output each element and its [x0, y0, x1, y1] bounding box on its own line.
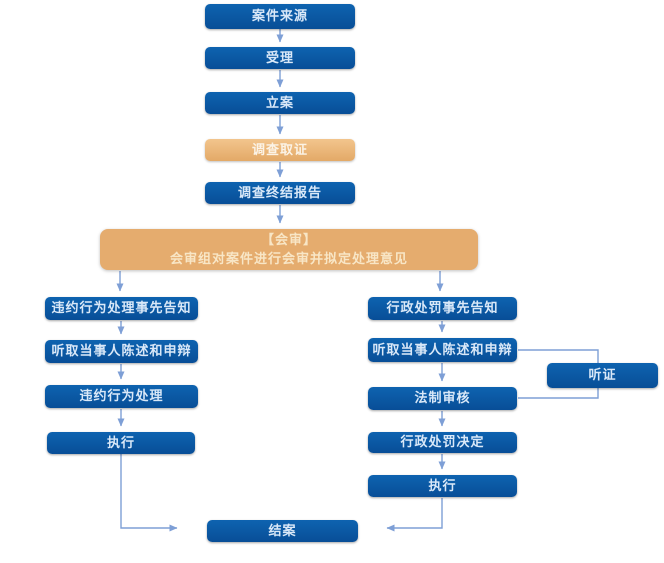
node-close-case: 结案 [207, 520, 358, 542]
node-breach-execution: 执行 [47, 432, 195, 454]
node-penalty-execution: 执行 [368, 475, 517, 497]
node-breach-statement: 听取当事人陈述和申辩 [45, 340, 198, 363]
node-joint-review: 【会审】 会审组对案件进行会审并拟定处理意见 [100, 229, 478, 270]
node-penalty-decision: 行政处罚决定 [368, 432, 517, 453]
connector-right-execution-to-closing [386, 498, 443, 532]
node-penalty-statement: 听取当事人陈述和申辩 [368, 338, 517, 362]
node-breach-prior-notice: 违约行为处理事先告知 [45, 297, 198, 320]
node-acceptance: 受理 [205, 47, 355, 69]
connector-left-execution-to-closing [120, 454, 178, 532]
joint-review-title: 【会审】 [260, 232, 317, 248]
node-legal-review: 法制审核 [368, 387, 517, 410]
node-penalty-prior-notice: 行政处罚事先告知 [368, 297, 517, 320]
node-investigation: 调查取证 [205, 139, 355, 161]
node-investigation-report: 调查终结报告 [205, 182, 355, 204]
node-case-source: 案件来源 [205, 4, 355, 29]
node-breach-handling: 违约行为处理 [45, 385, 198, 408]
node-filing: 立案 [205, 92, 355, 114]
joint-review-subtitle: 会审组对案件进行会审并拟定处理意见 [169, 250, 408, 266]
node-hearing: 听证 [547, 363, 658, 388]
